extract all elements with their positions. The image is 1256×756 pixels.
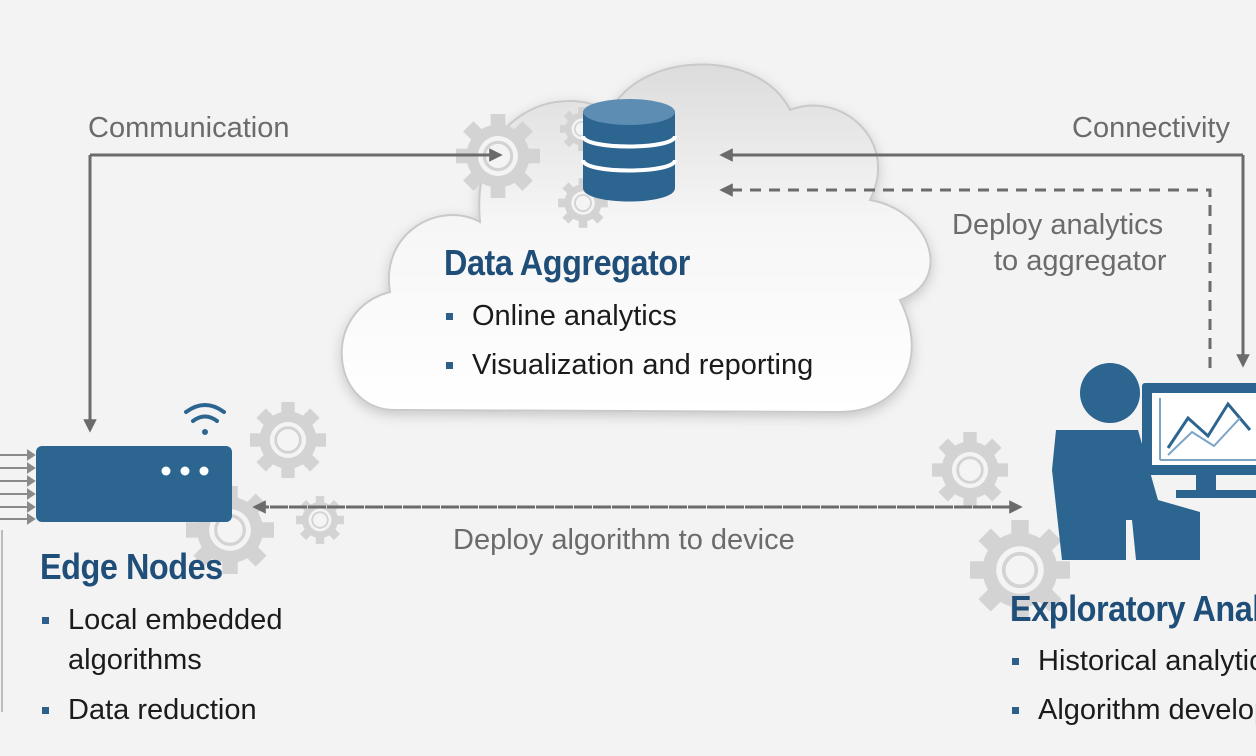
- aggregator-title: Data Aggregator: [444, 242, 690, 283]
- communication-arrow: [83, 148, 503, 433]
- communication-label: Communication: [88, 112, 290, 144]
- connectivity-label: Connectivity: [1072, 112, 1230, 144]
- list-item: Local embedded algorithms: [40, 600, 282, 680]
- gear-icon: [295, 495, 345, 545]
- deploy-aggregator-label-line2: to aggregator: [994, 245, 1167, 277]
- list-item: Visualization and reporting: [444, 345, 813, 385]
- wifi-icon: [184, 403, 226, 435]
- gear-icon: [248, 400, 328, 480]
- deploy-aggregator-label-line1: Deploy analytics: [952, 209, 1164, 241]
- deploy-aggregator-arrow: [719, 183, 1212, 368]
- list-item-line: Local embedded: [68, 604, 283, 636]
- monitor-chart-icon: [1142, 383, 1256, 498]
- deploy-device-label: Deploy algorithm to device: [453, 524, 795, 556]
- gear-icon: [930, 430, 1010, 510]
- database-icon: [581, 99, 677, 202]
- list-item: Data reduction: [40, 690, 282, 730]
- router-icon: [36, 446, 232, 522]
- list-item: Online analytics: [444, 296, 813, 336]
- edge-title: Edge Nodes: [40, 546, 223, 587]
- edge-list: Local embedded algorithms Data reduction: [40, 600, 282, 730]
- analyst-icon: [1052, 363, 1200, 560]
- aggregator-list: Online analytics Visualization and repor…: [444, 296, 813, 385]
- cloud-shape: [340, 63, 932, 414]
- list-item-line: algorithms: [68, 644, 202, 676]
- connectivity-arrow: [719, 148, 1250, 368]
- gear-icon: [968, 518, 1072, 622]
- sensor-inputs: [0, 449, 36, 712]
